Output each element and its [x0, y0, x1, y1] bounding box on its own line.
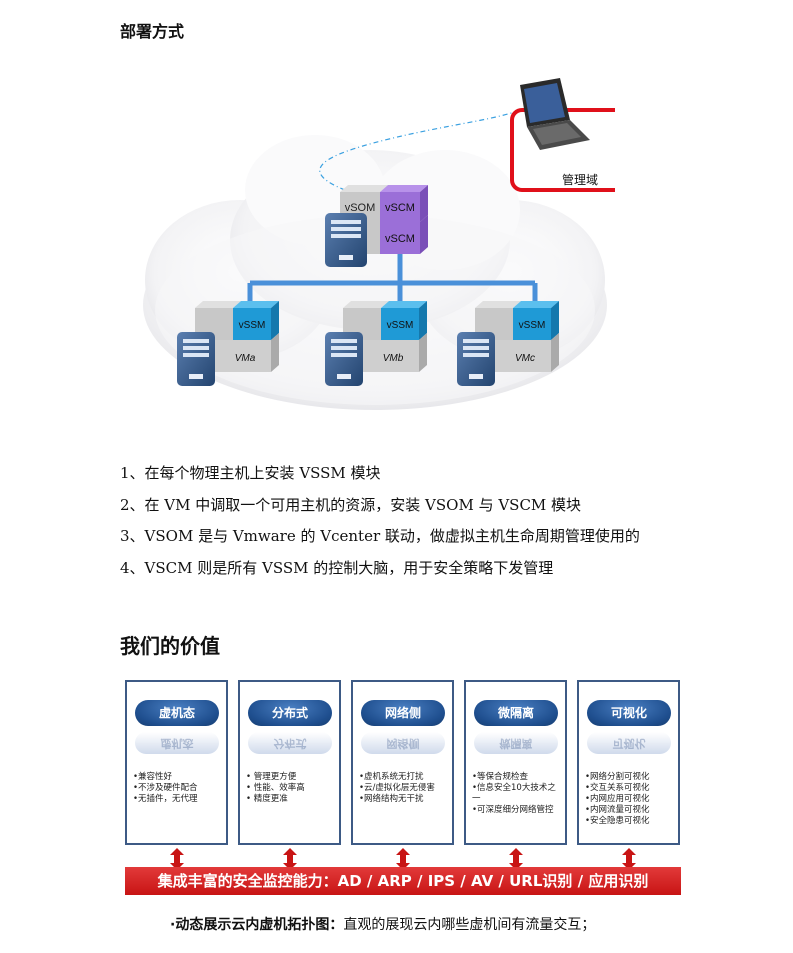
value-card-network: 网络侧 网络侧 •虚机系统无打扰 •云/虚拟化层无侵害 •网络结构无干扰 — [351, 680, 454, 845]
capability-banner: 集成丰富的安全监控能力：AD / ARP / IPS / AV / URL识别 … — [125, 867, 681, 895]
card-items: • 管理更方便 • 性能、效率高 • 精度更准 — [246, 772, 335, 805]
server-icon — [457, 332, 495, 386]
card-title-reflection: 网络侧 — [361, 732, 445, 754]
card-item: •网络结构无干扰 — [359, 794, 424, 804]
vm-label-a: VMa — [235, 353, 256, 364]
double-arrow-icon — [509, 848, 523, 870]
server-icon — [325, 332, 363, 386]
vscm-label-bottom: vSCM — [385, 233, 415, 245]
vsom-label: vSOM — [345, 202, 376, 214]
card-title: 可视化 — [587, 700, 671, 726]
double-arrow-icon — [283, 848, 297, 870]
value-heading: 我们的价值 — [120, 634, 220, 658]
vssm-label-a: vSSM — [239, 320, 266, 331]
server-icon — [325, 213, 367, 267]
card-items: •虚机系统无打扰 •云/虚拟化层无侵害 •网络结构无干扰 — [359, 772, 448, 805]
deployment-heading: 部署方式 — [120, 22, 185, 41]
step-item: 2、在 VM 中调取一个可用主机的资源，安装 VSOM 与 VSCM 模块 — [120, 495, 582, 514]
card-item: •信息安全10大技术之 — [472, 783, 556, 793]
double-arrow-icon — [396, 848, 410, 870]
host-node-b: vSSM VMb — [325, 301, 427, 386]
step-item: 1、在每个物理主机上安装 VSSM 模块 — [120, 464, 381, 482]
vm-label-b: VMb — [383, 353, 404, 364]
deployment-diagram-svg: 管理域 vSOM vSCM vSCM — [143, 78, 642, 410]
card-item: • 性能、效率高 — [246, 783, 305, 793]
card-item: •可深度细分网络管控 — [472, 805, 554, 815]
value-panel: 虚机态 虚机态 •兼容性好 •不涉及硬件配合 •无插件，无代理 分布式 分布式 … — [125, 680, 685, 895]
card-item: •兼容性好 — [133, 772, 173, 782]
management-domain: 管理域 — [510, 78, 642, 192]
card-item: •内网流量可视化 — [585, 805, 650, 815]
card-item: •交互关系可视化 — [585, 783, 650, 793]
card-title: 微隔离 — [474, 700, 558, 726]
card-item: • 管理更方便 — [246, 772, 297, 782]
value-card-microsegmentation: 微隔离 微隔离 •等保合规检查 •信息安全10大技术之 一 •可深度细分网络管控 — [464, 680, 567, 845]
card-item: •网络分割可视化 — [585, 772, 650, 782]
card-item: •无插件，无代理 — [133, 794, 198, 804]
card-title-reflection: 可视化 — [587, 732, 671, 754]
card-item: 一 — [472, 794, 481, 804]
card-title: 虚机态 — [135, 700, 219, 726]
vssm-label-c: vSSM — [519, 320, 546, 331]
vm-label-c: VMc — [515, 353, 535, 364]
laptop-icon — [520, 78, 590, 150]
card-title-reflection: 分布式 — [248, 732, 332, 754]
vssm-label-b: vSSM — [387, 320, 414, 331]
host-node-a: vSSM VMa — [177, 301, 279, 386]
caption-text: 直观的展现云内哪些虚机间有流量交互； — [343, 917, 596, 933]
step-item: 3、VSOM 是与 Vmware 的 Vcenter 联动，做虚拟主机生命周期管… — [120, 527, 640, 545]
card-item: •安全隐患可视化 — [585, 816, 650, 826]
card-title-reflection: 微隔离 — [474, 732, 558, 754]
double-arrow-icon — [170, 848, 184, 870]
card-items: •网络分割可视化 •交互关系可视化 •内网应用可视化 •内网流量可视化 •安全隐… — [585, 772, 674, 827]
step-item: 4、VSCM 则是所有 VSSM 的控制大脑，用于安全策略下发管理 — [120, 558, 554, 577]
card-item: • 精度更准 — [246, 794, 288, 804]
card-items: •等保合规检查 •信息安全10大技术之 一 •可深度细分网络管控 — [472, 772, 561, 816]
card-item: •云/虚拟化层无侵害 — [359, 783, 435, 793]
caption-bold: ·动态展示云内虚机拓扑图： — [170, 917, 344, 933]
value-card-vm: 虚机态 虚机态 •兼容性好 •不涉及硬件配合 •无插件，无代理 — [125, 680, 228, 845]
card-item: •虚机系统无打扰 — [359, 772, 424, 782]
topology-caption: ·动态展示云内虚机拓扑图：直观的展现云内哪些虚机间有流量交互； — [170, 914, 595, 934]
card-item: •不涉及硬件配合 — [133, 783, 198, 793]
card-title: 分布式 — [248, 700, 332, 726]
value-card-visualization: 可视化 可视化 •网络分割可视化 •交互关系可视化 •内网应用可视化 •内网流量… — [577, 680, 680, 845]
card-items: •兼容性好 •不涉及硬件配合 •无插件，无代理 — [133, 772, 222, 805]
card-item: •等保合规检查 — [472, 772, 529, 782]
steps-list: 1、在每个物理主机上安装 VSSM 模块 2、在 VM 中调取一个可用主机的资源… — [120, 458, 640, 584]
control-node: vSOM vSCM vSCM — [325, 185, 428, 267]
vscm-label-top: vSCM — [385, 202, 415, 214]
card-title-reflection: 虚机态 — [135, 732, 219, 754]
deployment-diagram: 管理域 vSOM vSCM vSCM — [135, 70, 642, 430]
double-arrow-icon — [622, 848, 636, 870]
card-title: 网络侧 — [361, 700, 445, 726]
host-node-c: vSSM VMc — [457, 301, 559, 386]
card-item: •内网应用可视化 — [585, 794, 650, 804]
management-label: 管理域 — [562, 172, 598, 187]
server-icon — [177, 332, 215, 386]
value-card-distributed: 分布式 分布式 • 管理更方便 • 性能、效率高 • 精度更准 — [238, 680, 341, 845]
